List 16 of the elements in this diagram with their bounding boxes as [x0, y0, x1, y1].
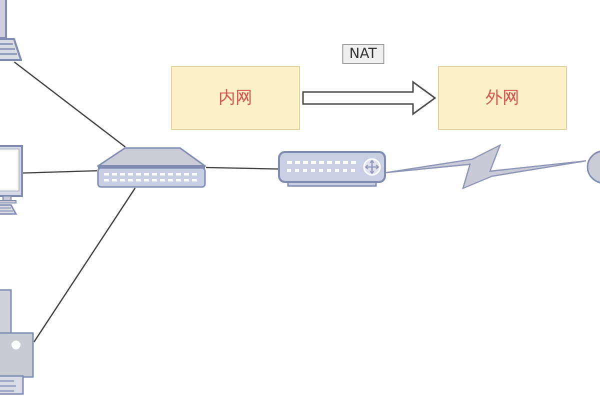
connector-line: [206, 166, 278, 170]
zone-label: 外网: [486, 88, 520, 108]
zone-box: [438, 66, 567, 130]
zone-label: 内网: [218, 88, 252, 108]
desktop-computer-icon: [0, 145, 23, 215]
connector-line: [22, 170, 98, 174]
connector-line: [33, 188, 136, 342]
block-arrow: [302, 80, 436, 116]
laptop-icon: [0, 0, 22, 62]
connector-line: [14, 61, 126, 148]
lightning-link: [385, 144, 587, 190]
edge-label: NAT: [342, 44, 384, 64]
router-icon: [278, 151, 386, 187]
printer-icon: [0, 288, 34, 396]
network-switch-icon: [97, 147, 206, 188]
zone-box: [171, 66, 300, 130]
